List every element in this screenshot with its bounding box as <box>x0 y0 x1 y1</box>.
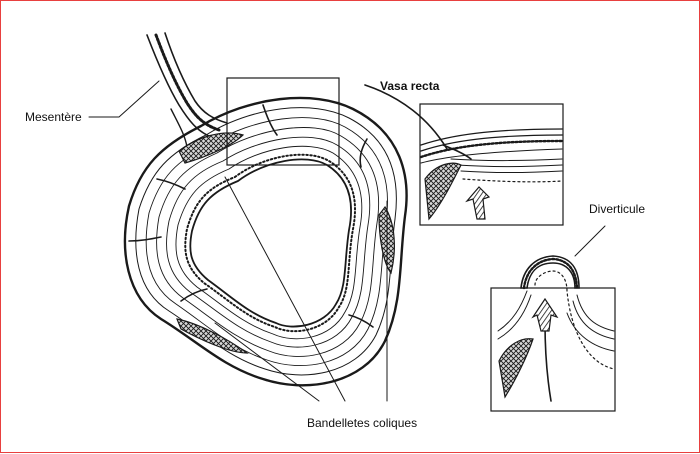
label-bandelettes: Bandelletes coliques <box>307 416 417 430</box>
label-vasa-recta: Vasa recta <box>380 79 440 93</box>
colon-cross-section <box>123 96 408 387</box>
diverticule-inset <box>490 225 616 412</box>
leader-lines <box>88 80 388 402</box>
label-diverticule: Diverticule <box>589 202 645 216</box>
vasa-recta-inset <box>364 84 564 226</box>
detail-box-ring <box>226 77 340 166</box>
label-mesentere: Mesentère <box>25 110 82 124</box>
